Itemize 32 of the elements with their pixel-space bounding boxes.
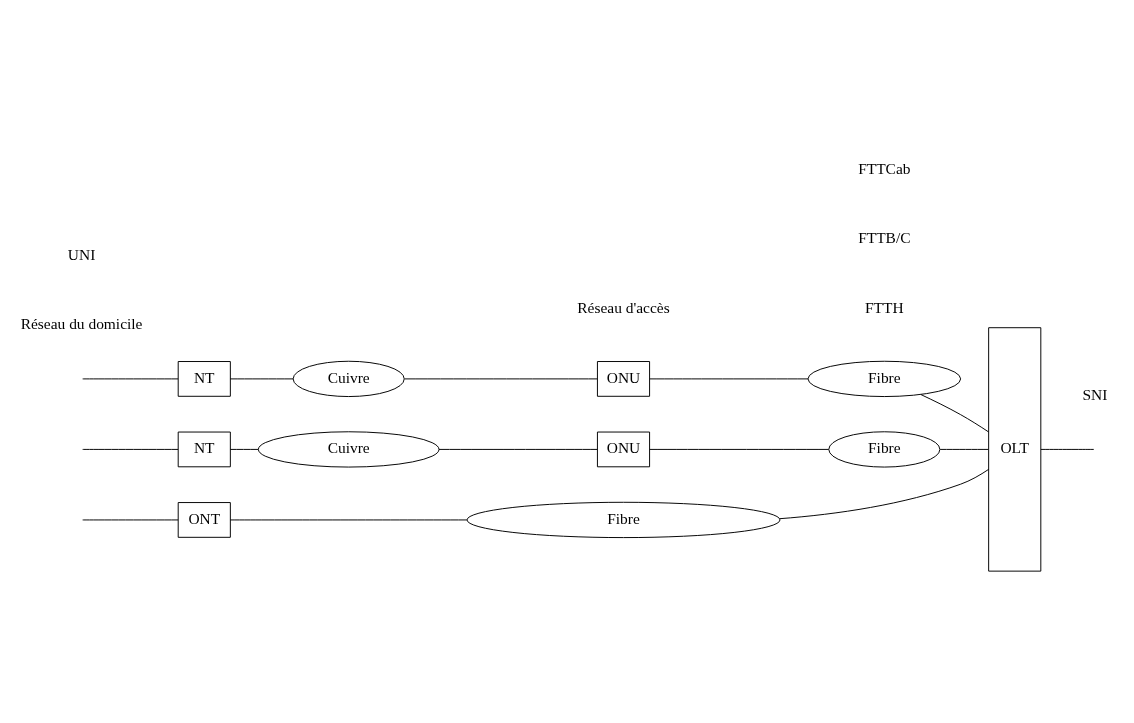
connector (649, 448, 830, 450)
connector (649, 377, 809, 379)
label: FTTCab (858, 159, 911, 177)
connector (404, 377, 598, 379)
connector (1040, 448, 1095, 450)
connector (920, 393, 990, 432)
node-box: NT (177, 360, 231, 397)
connector (82, 518, 179, 520)
node-box: ONU (596, 360, 651, 397)
node-box: OLT (988, 326, 1042, 572)
node-box: NT (177, 431, 231, 467)
label: Réseau du domicile (20, 314, 143, 332)
label: UNI (67, 245, 96, 263)
connector (229, 377, 294, 379)
connector (229, 448, 259, 450)
label: SNI (1082, 385, 1108, 403)
node-ellipse: Fibre (466, 501, 781, 538)
node-ellipse: Cuivre (257, 430, 440, 468)
connector (82, 448, 179, 450)
label: FTTH (865, 298, 904, 316)
node-ellipse: Fibre (807, 360, 962, 397)
connector (939, 448, 989, 450)
node-ellipse: Cuivre (292, 360, 405, 397)
node-box: ONU (596, 431, 651, 467)
connector (229, 518, 468, 520)
label: Réseau d'accès (577, 298, 670, 316)
label: FTTB/C (858, 228, 911, 246)
connector (438, 448, 598, 450)
connector (82, 377, 179, 379)
node-box: ONT (177, 501, 231, 538)
node-ellipse: Fibre (828, 430, 941, 468)
connector (779, 468, 990, 519)
